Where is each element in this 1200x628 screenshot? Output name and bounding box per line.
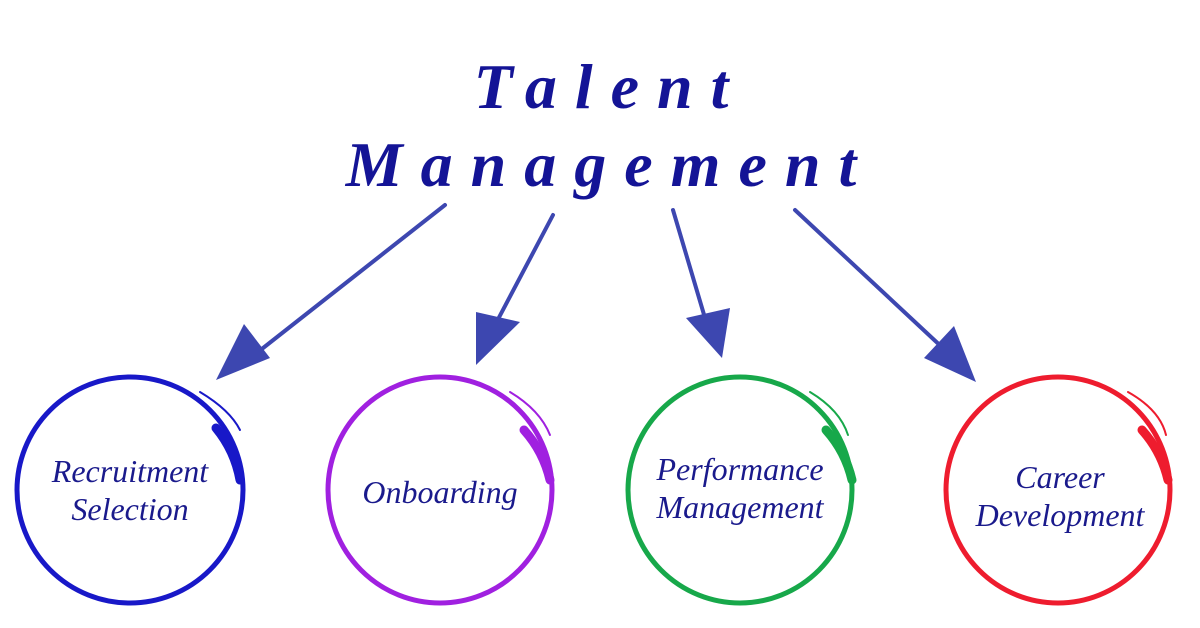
node-performance-line1: Performance bbox=[656, 451, 824, 487]
node-onboarding-line1: Onboarding bbox=[362, 474, 518, 510]
node-recruitment-line1: Recruitment bbox=[51, 453, 209, 489]
ring-recruitment bbox=[14, 374, 246, 606]
node-onboarding-label: Onboarding bbox=[340, 473, 540, 511]
ring-career bbox=[943, 374, 1173, 606]
node-performance-line2: Management bbox=[656, 489, 824, 525]
node-recruitment-label: Recruitment Selection bbox=[30, 452, 230, 528]
node-career-label: Career Development bbox=[950, 458, 1170, 534]
node-career-line2: Development bbox=[975, 497, 1145, 533]
ring-onboarding bbox=[325, 374, 555, 606]
title-line-2: Management bbox=[345, 129, 875, 200]
ring-performance bbox=[625, 374, 857, 606]
arrow-to-recruitment bbox=[216, 203, 447, 380]
arrow-to-career bbox=[793, 208, 976, 382]
title-line-1: Talent bbox=[473, 51, 747, 122]
node-career-line1: Career bbox=[1015, 459, 1105, 495]
node-performance-label: Performance Management bbox=[630, 450, 850, 526]
node-recruitment-line2: Selection bbox=[71, 491, 189, 527]
arrow-to-onboarding bbox=[476, 213, 555, 365]
arrow-to-performance bbox=[671, 208, 730, 358]
